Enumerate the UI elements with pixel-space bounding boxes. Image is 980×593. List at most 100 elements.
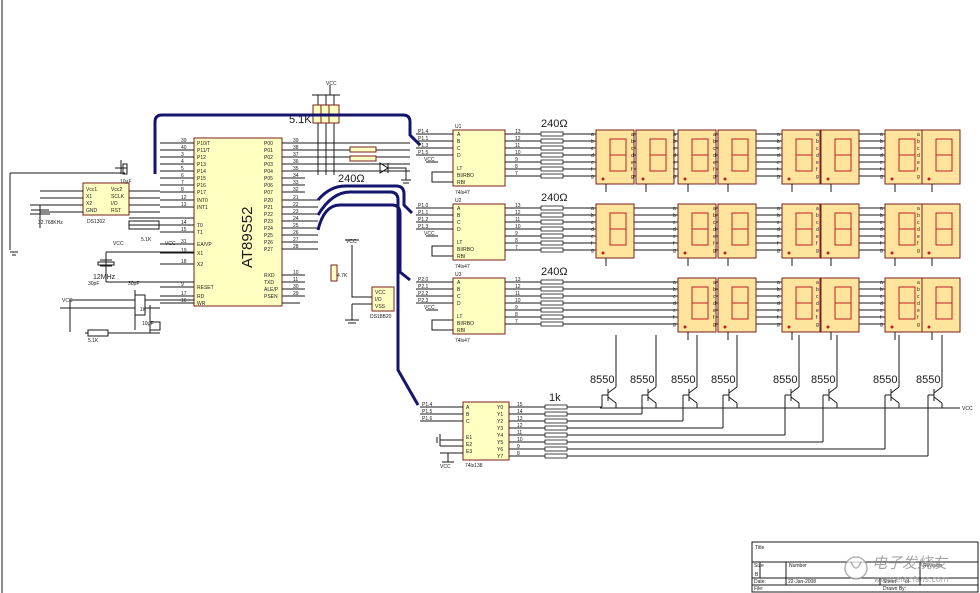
display-r0-d6-seg-c: c <box>880 146 883 152</box>
decoder-1-outnum-6: 7 <box>515 245 518 251</box>
watermark-brand: 电子发烧友 <box>872 554 949 572</box>
display-r0-d2-seg-c: c <box>673 146 676 152</box>
display-r1-d0-body <box>595 203 635 259</box>
mcu-pin-label-l7: P17 <box>197 190 206 196</box>
display-r1-d4-dp <box>826 251 830 255</box>
display-r1-d1-seg-d: d <box>673 227 676 233</box>
decoder-2-res-0 <box>540 279 564 285</box>
display-r2-d0-seg-a: a <box>673 280 676 286</box>
display-r2-d2-dp <box>787 325 791 329</box>
display-r0-d5-seg-a: a <box>816 132 819 138</box>
display-r1-d6-seg-b: b <box>917 213 920 219</box>
display-r1-d1-seg-f: f <box>673 241 675 247</box>
display-r1-d4-seg-e: e <box>816 234 819 240</box>
display-r0-d4-seg-e: e <box>777 160 780 166</box>
mcu-pin-label-l8: INT0 <box>197 198 208 204</box>
mcu-pin-label-r14: P26 <box>264 240 273 246</box>
display-r0-d6-seg-a: a <box>880 132 883 138</box>
transistor-5-symbol <box>823 335 838 408</box>
display-r2-d1-seg-c: c <box>713 294 716 300</box>
display-r0-d7-body <box>921 129 961 185</box>
decoder-2-in-5: BI/RBO <box>457 321 474 327</box>
display-r1-d2-seg-b: b <box>713 213 716 219</box>
display-r1-d3-seg-a: a <box>777 206 780 212</box>
display-r1-d2-seg-d: d <box>713 227 716 233</box>
display-r0-d1-dp <box>641 177 645 181</box>
decoder-1-port-1: P1.1 <box>418 210 429 216</box>
tb-file-label: File: <box>754 586 763 592</box>
base-res-7 <box>544 453 568 459</box>
mcu-pin-num-r6: 33 <box>293 180 299 186</box>
bus-top <box>153 113 422 174</box>
decoder-1-in-3: D <box>457 227 461 233</box>
display-r0-d3-seg-g: g <box>713 174 716 180</box>
display-r0-d1-segments <box>649 138 667 172</box>
tb-date-value: 22-Jan-2008 <box>788 579 816 585</box>
decoder-1-ref: U2 <box>455 198 462 204</box>
decoder-2-res-2 <box>540 293 564 299</box>
transistor-4-label: 8550 <box>773 374 797 386</box>
display-r0-d0-seg-g: g <box>591 174 594 180</box>
mcu-pin-num-l14: 18 <box>181 259 187 265</box>
led-res-label: 240Ω <box>338 173 365 185</box>
display-r2-d1-seg-e: e <box>713 308 716 314</box>
display-r0-d2-body <box>677 129 717 185</box>
decoder-0-vcc-wire <box>426 161 453 183</box>
base-res-1 <box>544 411 568 417</box>
display-r0-d3-dp <box>723 177 727 181</box>
vcc-rtc: VCC <box>113 241 124 247</box>
display-r0-d3-seg-c: c <box>713 146 716 152</box>
display-r0-d2-seg-a: a <box>673 132 676 138</box>
display-r2-d0-seg-b: b <box>673 287 676 293</box>
decoder-2-port-3: P2.3 <box>418 298 429 304</box>
mcu-pin-num-l8: 12 <box>181 195 187 201</box>
tb-size-value: B <box>755 572 759 578</box>
mcu-pin-label-r3: P03 <box>264 162 273 168</box>
display-r2-d4-seg-d: d <box>880 301 883 307</box>
display-r1-d0-seg-b: b <box>591 213 594 219</box>
tb-title: Title <box>755 545 764 551</box>
display-r2-d2-seg-e: e <box>777 308 780 314</box>
display-r1-d6-seg-d: d <box>917 227 920 233</box>
decoder-1-res-6 <box>540 247 564 253</box>
display-r0-d7-seg-e: e <box>917 160 920 166</box>
decoder-1-res-label: 240Ω <box>541 192 568 204</box>
mcu-pin-num-l17: 16 <box>181 298 187 304</box>
decoder-0-in-2: C <box>457 146 461 152</box>
demux-inputs: P1.4P1.5P1.6 <box>420 402 463 422</box>
demux-out-num-4: 11 <box>517 430 522 436</box>
display-r1-d2-segments <box>731 212 749 246</box>
transistor-5: 8550 <box>575 335 838 443</box>
led-indicator: 240Ω <box>338 146 411 185</box>
mcu-pin-num-l0: 39 <box>181 138 187 144</box>
decoder-2-outnum-4: 9 <box>515 305 518 311</box>
display-r1-d1-body <box>677 203 717 259</box>
decoder-1-outnum-0: 13 <box>515 203 521 209</box>
display-r1-d0-seg-f: f <box>591 241 593 247</box>
transistor-2: 8550 <box>575 335 698 422</box>
mcu-pin-label-r5: P05 <box>264 176 273 182</box>
mcu-pin-num-l3: 4 <box>181 159 184 165</box>
rtc-crystal-wiring <box>30 190 83 228</box>
base-res-3 <box>544 425 568 431</box>
mcu-pin-label-l5: P15 <box>197 176 206 182</box>
mcu-pin-label-r12: P24 <box>264 226 273 232</box>
mcu-pin-num-r2: 37 <box>293 152 299 158</box>
rtc-crystal-label: 32.768KHz <box>38 220 63 226</box>
mcu-pin-label-l10: T0 <box>197 223 203 229</box>
display-r0-d5-seg-g: g <box>816 174 819 180</box>
display-r1-d2-seg-f: f <box>713 241 715 247</box>
display-r1-d0-seg-d: d <box>591 227 594 233</box>
display-r0-d5-body <box>820 129 860 185</box>
decoder-2-res-5 <box>540 314 564 320</box>
mcu-pin-label-l13: X1 <box>197 251 203 257</box>
base-res-5 <box>544 439 568 445</box>
decoder-0-res-1 <box>540 138 564 144</box>
bus-mid <box>316 184 414 215</box>
display-r1-d6-seg-c: c <box>917 220 920 226</box>
